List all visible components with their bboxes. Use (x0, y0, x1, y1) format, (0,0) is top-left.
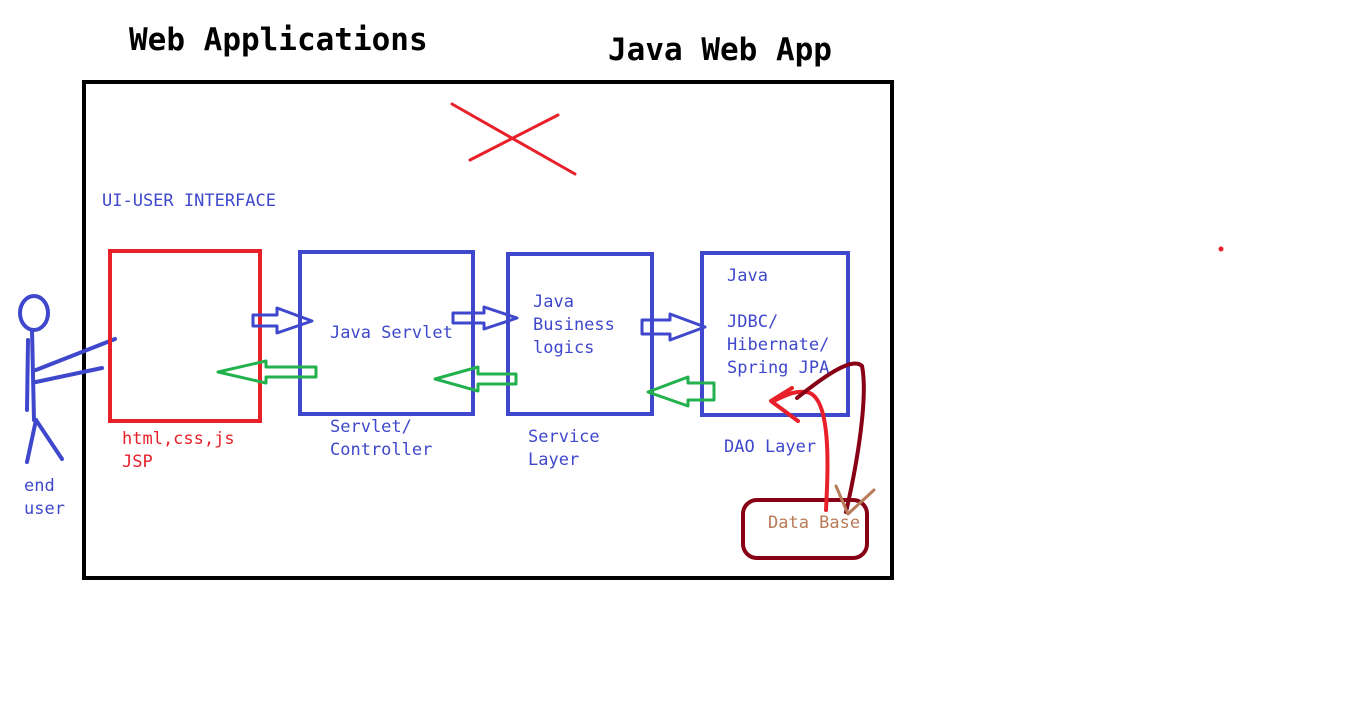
request-arrow-2 (451, 305, 519, 331)
dao-label-2: JDBC/ (727, 312, 779, 332)
end-user-label-2: user (24, 499, 65, 519)
title-web-applications: Web Applications (129, 22, 428, 58)
servlet-caption-2: Controller (330, 440, 433, 460)
ui-tech-label-1: html,css,js (122, 429, 235, 449)
service-caption-2: Layer (528, 450, 580, 470)
response-arrow-1 (216, 359, 318, 385)
end-user-label-1: end (24, 476, 55, 496)
dao-to-db-arrowhead (834, 484, 876, 516)
business-label-1: Java (533, 292, 574, 312)
request-arrow-3 (640, 312, 707, 342)
service-caption-1: Service (528, 427, 600, 447)
servlet-box-label: Java Servlet (330, 323, 453, 343)
dao-caption: DAO Layer (724, 437, 817, 457)
request-arrow-1 (251, 306, 314, 335)
business-label-2: Business (533, 315, 615, 335)
db-to-dao-arrow (769, 386, 830, 512)
database-label: Data Base (768, 513, 861, 533)
dao-label-4: Spring JPA (727, 358, 830, 378)
database-box (741, 498, 869, 560)
ui-tech-label-2: JSP (122, 452, 153, 472)
cross-mark (450, 102, 577, 176)
business-label-3: logics (533, 338, 595, 358)
servlet-box (298, 250, 475, 416)
response-arrow-2 (433, 365, 518, 393)
servlet-caption-1: Servlet/ (330, 417, 412, 437)
dao-box (700, 251, 850, 417)
stray-dot (1218, 246, 1224, 252)
dao-label-3: Hibernate/ (727, 335, 830, 355)
dao-to-db-arrow (795, 361, 866, 514)
title-java-web-app: Java Web App (608, 32, 832, 68)
application-frame (82, 80, 894, 580)
response-arrow-3 (646, 375, 716, 408)
end-user-figure (18, 294, 117, 464)
ui-box (108, 249, 262, 423)
ui-label: UI-USER INTERFACE (102, 191, 276, 211)
dao-label-1: Java (727, 266, 768, 286)
